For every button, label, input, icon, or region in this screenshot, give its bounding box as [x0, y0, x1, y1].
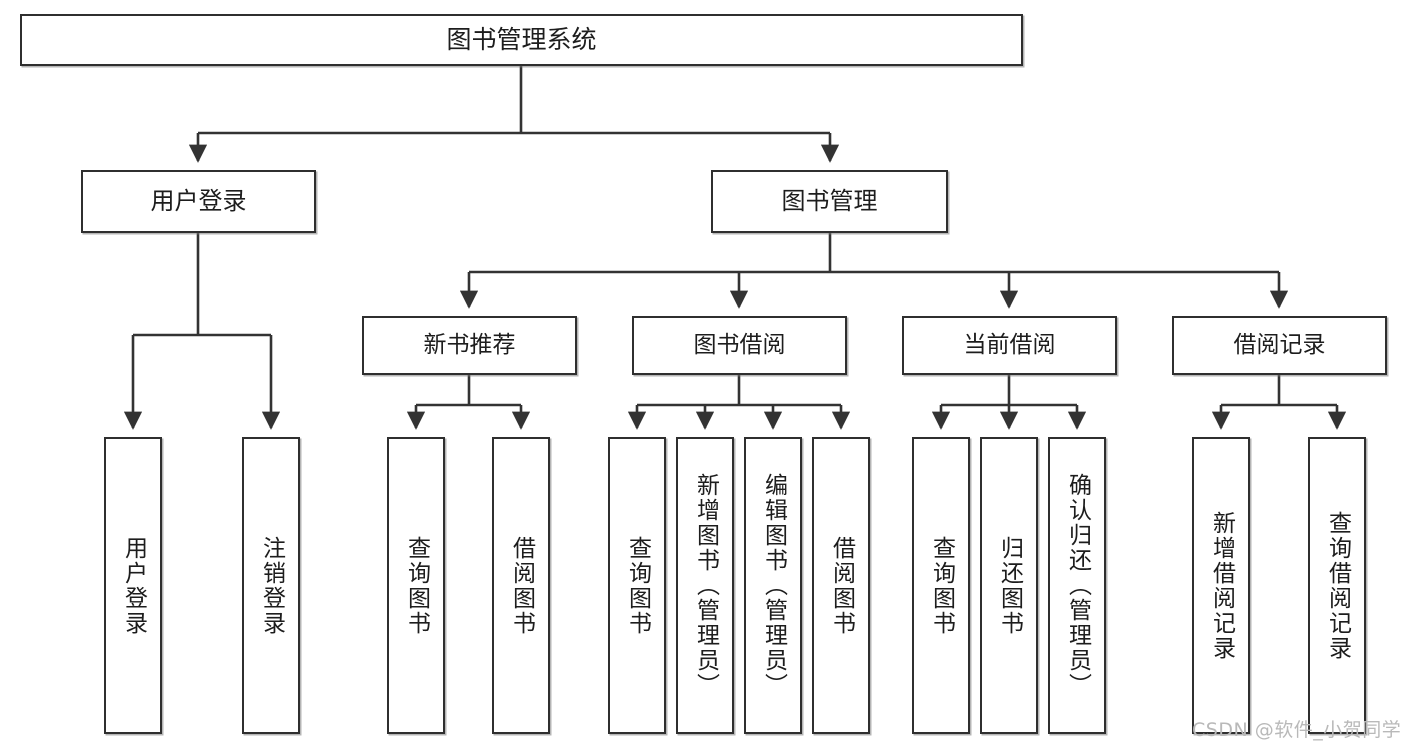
- leaf-query-book-1-label: 查询图书: [403, 535, 430, 636]
- leaf-add-record[interactable]: 新增借阅记录: [1192, 437, 1250, 734]
- leaf-query-book-1[interactable]: 查询图书: [387, 437, 445, 734]
- leaf-user-logout[interactable]: 注销登录: [242, 437, 300, 734]
- leaf-query-book-2-label: 查询图书: [624, 535, 651, 636]
- node-user-login[interactable]: 用户登录: [81, 170, 316, 233]
- leaf-borrow-book-1[interactable]: 借阅图书: [492, 437, 550, 734]
- leaf-add-book-label: 新增图书（管理员）: [692, 473, 719, 698]
- leaf-user-login-label: 用户登录: [120, 535, 147, 636]
- node-book-management[interactable]: 图书管理: [711, 170, 948, 233]
- leaf-edit-book[interactable]: 编辑图书（管理员）: [744, 437, 802, 734]
- leaf-add-book[interactable]: 新增图书（管理员）: [676, 437, 734, 734]
- leaf-query-book-2[interactable]: 查询图书: [608, 437, 666, 734]
- node-borrow-record[interactable]: 借阅记录: [1172, 316, 1387, 375]
- leaf-add-record-label: 新增借阅记录: [1208, 510, 1235, 661]
- leaf-user-logout-label: 注销登录: [258, 535, 285, 636]
- node-book-management-label: 图书管理: [781, 187, 878, 216]
- leaf-edit-book-label: 编辑图书（管理员）: [760, 473, 787, 698]
- leaf-confirm-return[interactable]: 确认归还（管理员）: [1048, 437, 1106, 734]
- node-new-book-recommend[interactable]: 新书推荐: [362, 316, 577, 375]
- leaf-confirm-return-label: 确认归还（管理员）: [1064, 473, 1091, 698]
- node-current-borrow-label: 当前借阅: [963, 331, 1056, 358]
- watermark-text: CSDN @软件_小贺同学: [1192, 719, 1402, 741]
- node-book-borrow-label: 图书借阅: [693, 331, 786, 358]
- node-root[interactable]: 图书管理系统: [20, 14, 1023, 66]
- node-root-label: 图书管理系统: [446, 25, 597, 55]
- leaf-return-book-label: 归还图书: [996, 535, 1023, 636]
- node-book-borrow[interactable]: 图书借阅: [632, 316, 847, 375]
- leaf-query-book-3[interactable]: 查询图书: [912, 437, 970, 734]
- leaf-return-book[interactable]: 归还图书: [980, 437, 1038, 734]
- node-current-borrow[interactable]: 当前借阅: [902, 316, 1117, 375]
- node-user-login-label: 用户登录: [150, 187, 247, 216]
- leaf-borrow-book-2[interactable]: 借阅图书: [812, 437, 870, 734]
- leaf-borrow-book-1-label: 借阅图书: [508, 535, 535, 636]
- node-borrow-record-label: 借阅记录: [1233, 331, 1326, 358]
- node-new-book-recommend-label: 新书推荐: [423, 331, 516, 358]
- leaf-query-record-label: 查询借阅记录: [1324, 510, 1351, 661]
- leaf-user-login[interactable]: 用户登录: [104, 437, 162, 734]
- leaf-query-record[interactable]: 查询借阅记录: [1308, 437, 1366, 734]
- leaf-query-book-3-label: 查询图书: [928, 535, 955, 636]
- leaf-borrow-book-2-label: 借阅图书: [828, 535, 855, 636]
